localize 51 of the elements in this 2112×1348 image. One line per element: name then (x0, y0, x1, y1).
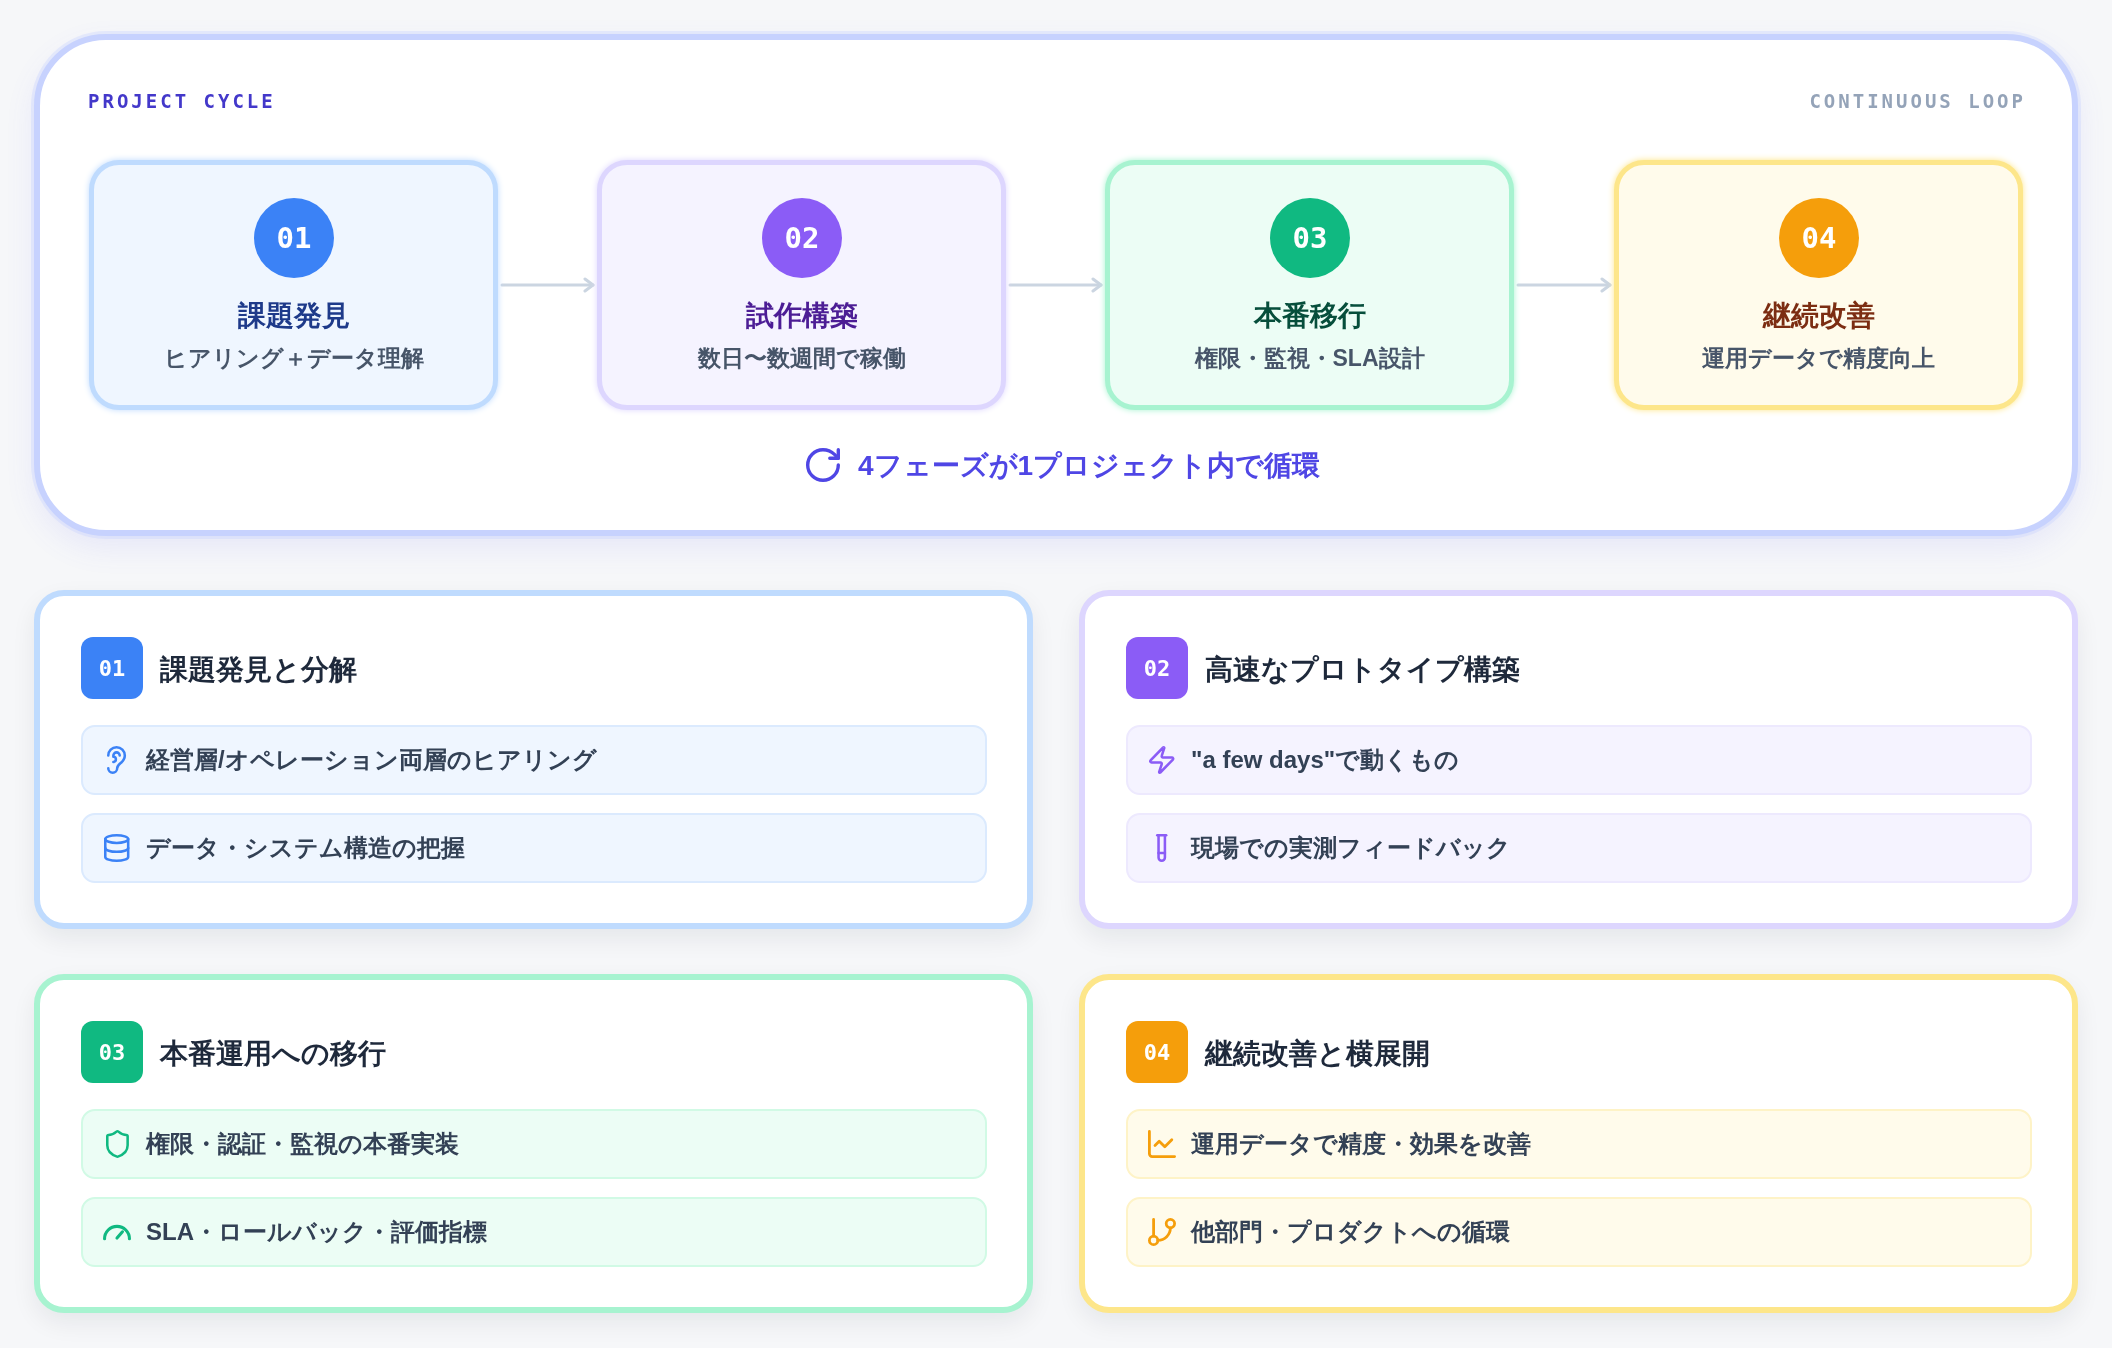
phase-card (1105, 160, 1514, 410)
section-label: PROJECT CYCLE (88, 90, 276, 114)
phase-subtitle: ヒアリング＋データ理解 (163, 343, 424, 373)
item-row (81, 1197, 987, 1267)
phase-card (1614, 160, 2023, 410)
item-text: "a few days"で動くもの (1191, 745, 1460, 775)
number-circle: 04 (1779, 198, 1859, 278)
arrow (1516, 277, 1612, 293)
phase-card (597, 160, 1006, 410)
detail-card (34, 590, 1033, 929)
item-text: 運用データで精度・効果を改善 (1191, 1129, 1531, 1159)
number-circle: 02 (762, 198, 842, 278)
card-title: 高速なプロトタイプ構築 (1205, 652, 1520, 687)
detail-card (34, 974, 1033, 1313)
card-title: 課題発見と分解 (160, 652, 357, 687)
phase-title: 継続改善 (1762, 298, 1875, 333)
item-text: 経営層/オペレーション両層のヒアリング (146, 745, 597, 775)
number-badge: 01 (81, 637, 143, 699)
card-title: 継続改善と横展開 (1205, 1036, 1430, 1071)
item-text: SLA・ロールバック・評価指標 (146, 1217, 487, 1247)
phase-subtitle: 数日〜数週間で稼働 (697, 343, 906, 373)
phase-title: 課題発見 (237, 298, 350, 333)
number-badge: 04 (1126, 1021, 1188, 1083)
item-row (1126, 1197, 2032, 1267)
arrow (500, 277, 595, 293)
item-row (81, 813, 987, 883)
arrow (1008, 277, 1103, 293)
phase-title: 本番移行 (1253, 298, 1366, 333)
item-text: 権限・認証・監視の本番実装 (146, 1129, 459, 1159)
item-row (1126, 813, 2032, 883)
number-badge: 03 (81, 1021, 143, 1083)
item-text: 他部門・プロダクトへの循環 (1191, 1217, 1510, 1247)
section-tag: CONTINUOUS LOOP (1809, 90, 2026, 114)
phase-card (89, 160, 498, 410)
number-badge: 02 (1126, 637, 1188, 699)
item-row (1126, 1109, 2032, 1179)
item-text: 現場での実測フィードバック (1191, 833, 1511, 863)
number-circle: 03 (1270, 198, 1350, 278)
item-row (1126, 725, 2032, 795)
detail-card (1079, 974, 2078, 1313)
item-row (81, 725, 987, 795)
loop-caption: 4フェーズが1プロジェクト内で循環 (858, 448, 1321, 483)
detail-card (1079, 590, 2078, 929)
phase-subtitle: 権限・監視・SLA設計 (1194, 343, 1425, 373)
card-title: 本番運用への移行 (160, 1036, 386, 1071)
phase-title: 試作構築 (745, 298, 858, 333)
item-text: データ・システム構造の把握 (146, 833, 465, 863)
cycle-panel (34, 34, 2078, 536)
item-row (81, 1109, 987, 1179)
phase-subtitle: 運用データで精度向上 (1702, 343, 1935, 373)
number-circle: 01 (254, 198, 334, 278)
